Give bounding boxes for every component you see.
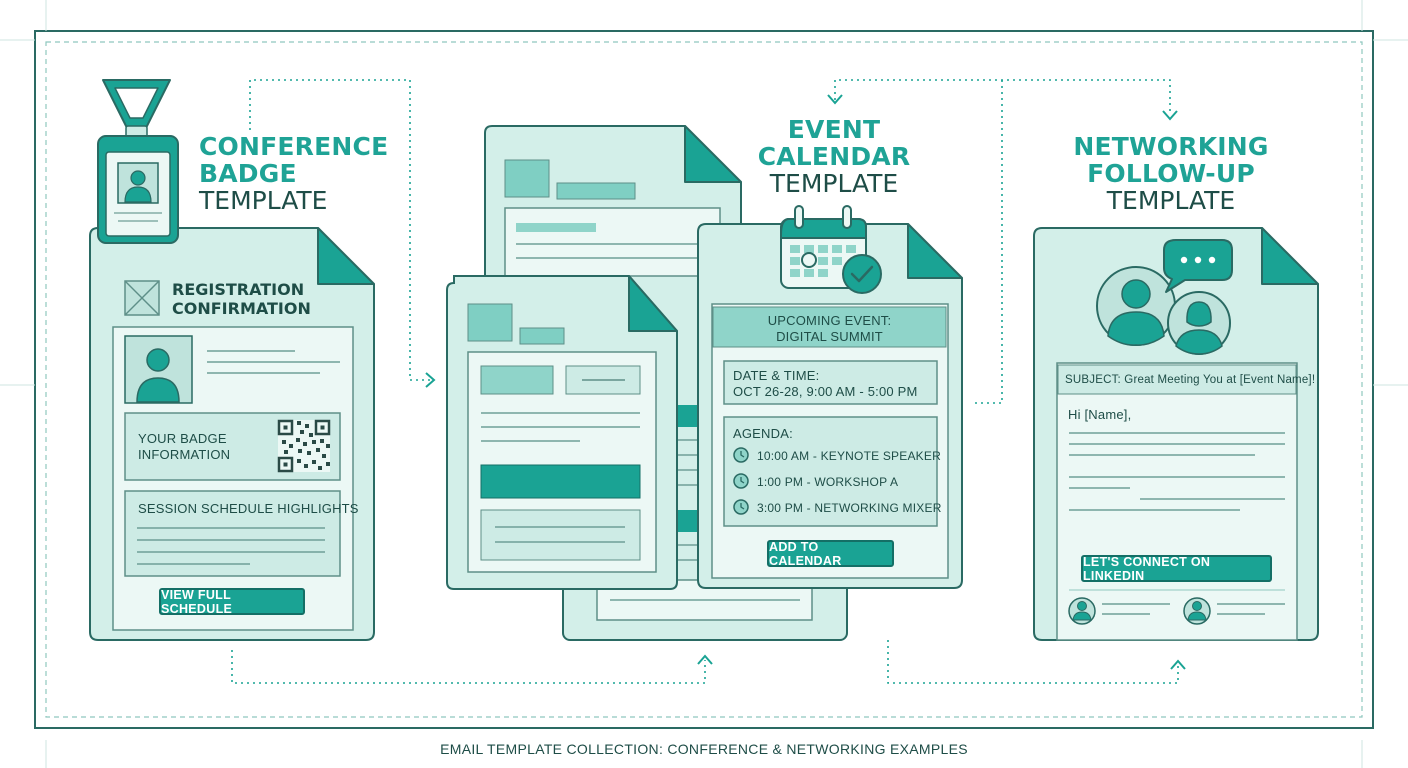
upcoming-event-label: UPCOMING EVENT: — [767, 313, 892, 328]
footer-caption: EMAIL TEMPLATE COLLECTION: CONFERENCE & … — [440, 741, 968, 757]
agenda-label: AGENDA: — [733, 426, 793, 441]
agenda-item: 1:00 PM - WORKSHOP A — [757, 475, 899, 489]
badge-title-line2: BADGE — [199, 159, 297, 188]
badge-title-line3: TEMPLATE — [199, 186, 328, 215]
calendar-title-line1: EVENT — [787, 115, 881, 144]
networking-title-line1: NETWORKING — [1073, 132, 1269, 161]
people-chat-icon — [1096, 239, 1233, 355]
flow-connectors — [231, 79, 1179, 684]
badge-panel — [89, 227, 375, 641]
add-to-calendar-button[interactable]: ADD TO CALENDAR — [767, 540, 894, 568]
registration-heading-line1: REGISTRATION — [172, 280, 305, 299]
connect-on-linkedin-button[interactable]: LET'S CONNECT ON LINKEDIN — [1081, 555, 1272, 583]
badge-info-line1: YOUR BADGE — [138, 431, 227, 446]
badge-title-line1: CONFERENCE — [199, 132, 389, 161]
agenda-item: 3:00 PM - NETWORKING MIXER — [757, 501, 942, 515]
date-time-value: OCT 26-28, 9:00 AM - 5:00 PM — [733, 384, 918, 399]
networking-title-line3: TEMPLATE — [1106, 186, 1236, 215]
calendar-check-icon — [780, 205, 882, 294]
networking-title-line2: FOLLOW-UP — [1087, 159, 1255, 188]
badge-info-line2: INFORMATION — [138, 447, 231, 462]
session-schedule-heading: SESSION SCHEDULE HIGHLIGHTS — [138, 501, 359, 516]
qr-code-icon — [277, 419, 331, 473]
contact-avatar-icon — [1068, 597, 1211, 625]
networking-panel — [1033, 227, 1319, 641]
email-subject-line: SUBJECT: Great Meeting You at [Event Nam… — [1065, 374, 1316, 386]
email-greeting: Hi [Name], — [1068, 407, 1132, 422]
lanyard-badge-icon — [97, 79, 179, 244]
stacked-documents — [446, 125, 848, 641]
calendar-title-line3: TEMPLATE — [769, 169, 899, 198]
calendar-panel — [697, 205, 963, 589]
agenda-item: 10:00 AM - KEYNOTE SPEAKER — [757, 449, 941, 463]
calendar-title-line2: CALENDAR — [757, 142, 911, 171]
view-full-schedule-button[interactable]: VIEW FULL SCHEDULE — [159, 588, 305, 616]
inner-dashed-frame — [45, 41, 1363, 718]
upcoming-event-name: DIGITAL SUMMIT — [776, 329, 883, 344]
outer-frame — [34, 30, 1374, 729]
flow-arrowheads — [425, 94, 1186, 670]
date-time-label: DATE & TIME: — [733, 368, 820, 383]
registration-heading-line2: CONFIRMATION — [172, 299, 311, 318]
